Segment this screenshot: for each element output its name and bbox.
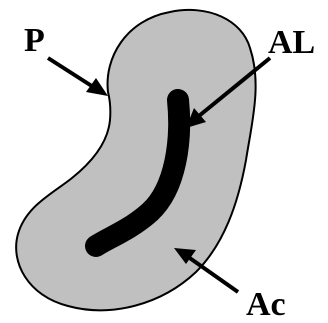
bean-body	[16, 10, 255, 310]
arrow-p-shaft	[48, 58, 98, 90]
label-al: AL	[268, 26, 315, 60]
arrow-p-head	[86, 78, 108, 96]
label-ac: Ac	[246, 288, 286, 322]
label-p: P	[24, 24, 45, 58]
